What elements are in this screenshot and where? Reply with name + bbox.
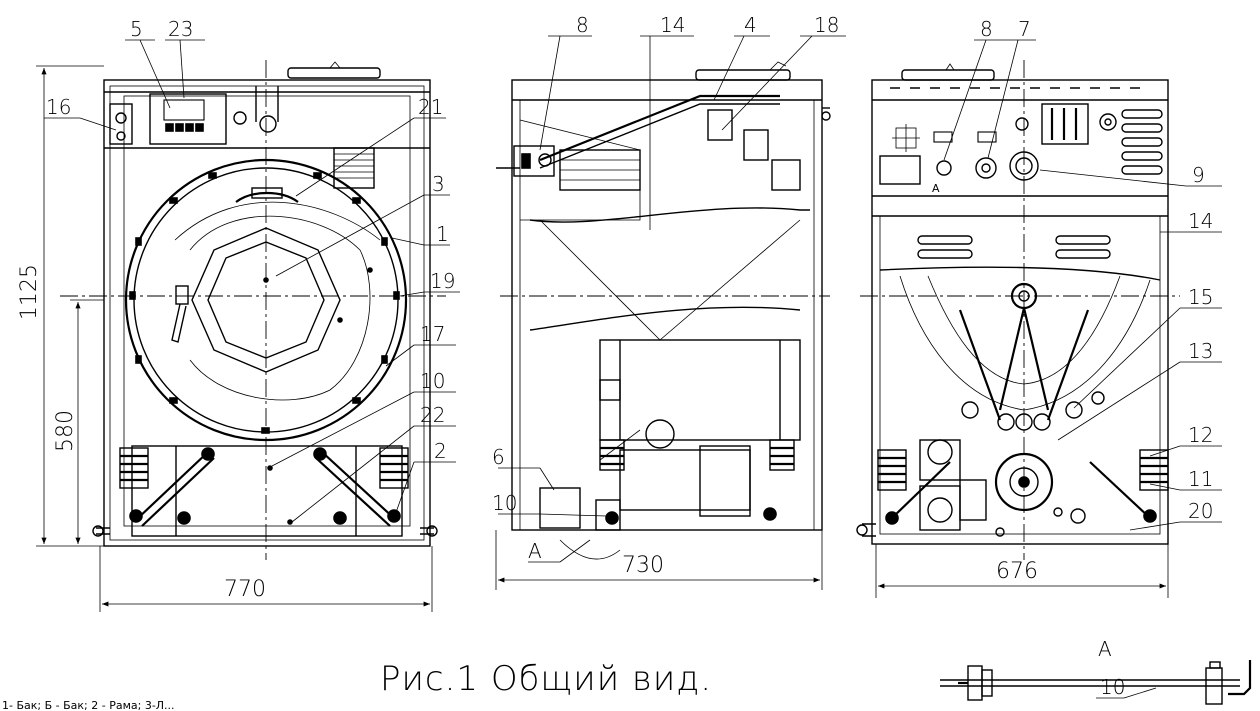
callout-rear-12: 12 <box>1188 423 1213 447</box>
callout-side-10: 10 <box>492 491 517 515</box>
dim-770: 770 <box>224 577 266 602</box>
dim-1125: 1125 <box>17 264 42 320</box>
detail-a-label: A <box>1098 637 1112 661</box>
callout-10: 10 <box>420 369 445 393</box>
callout-2: 2 <box>434 439 447 463</box>
front-callouts: 5 23 16 21 3 1 19 17 10 22 2 <box>44 17 460 523</box>
figure-title: Рис.1 Общий вид. <box>380 659 712 699</box>
callout-3: 3 <box>432 172 445 196</box>
callout-rear-14: 14 <box>1188 209 1213 233</box>
callout-side-6: 6 <box>492 445 505 469</box>
side-callouts: 8 14 4 18 6 10 A <box>492 13 846 563</box>
callout-5: 5 <box>130 17 143 41</box>
callout-rear-11: 11 <box>1188 467 1213 491</box>
callout-21: 21 <box>418 95 443 119</box>
side-view <box>496 61 831 560</box>
callout-rear-9: 9 <box>1192 163 1205 187</box>
section-marker-side: A <box>528 539 542 563</box>
rear-view <box>856 60 1180 560</box>
rear-dimensions: 676 <box>875 544 1169 598</box>
detail-a: A 10 <box>940 637 1252 705</box>
rear-callouts: 8 7 9 14 15 13 12 11 20 A <box>932 17 1222 531</box>
side-dimensions: 730 <box>495 530 823 590</box>
dim-676: 676 <box>996 559 1038 584</box>
callout-rear-7: 7 <box>1018 17 1031 41</box>
front-view <box>60 60 446 560</box>
legend-text: 1- Бак; Б - Бак; 2 - Рама; 3-Л... <box>2 699 175 711</box>
callout-rear-8: 8 <box>980 17 993 41</box>
callout-rear-15: 15 <box>1188 285 1213 309</box>
callout-rear-20: 20 <box>1188 499 1213 523</box>
callout-side-4: 4 <box>744 13 757 37</box>
detail-callout-10: 10 <box>1100 675 1125 699</box>
dim-730: 730 <box>622 553 664 578</box>
front-dimensions: 1125 580 770 <box>17 65 433 612</box>
callout-17: 17 <box>420 322 445 346</box>
callout-22: 22 <box>420 403 445 427</box>
callout-side-14: 14 <box>660 13 685 37</box>
callout-side-18: 18 <box>814 13 839 37</box>
callout-19: 19 <box>430 269 455 293</box>
callout-side-8: 8 <box>576 13 589 37</box>
callout-23: 23 <box>168 17 193 41</box>
callout-1: 1 <box>436 222 449 246</box>
callout-rear-13: 13 <box>1188 339 1213 363</box>
callout-16: 16 <box>46 95 71 119</box>
dim-580: 580 <box>53 410 78 452</box>
section-marker-rear: A <box>932 182 940 195</box>
